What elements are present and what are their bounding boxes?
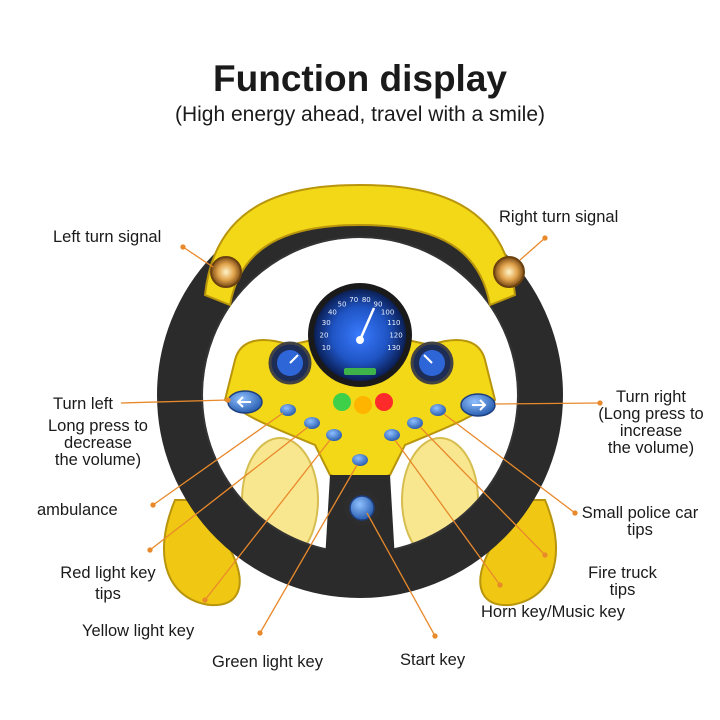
speedometer-tick-label: 20 xyxy=(320,332,329,340)
police-car-button[interactable] xyxy=(430,404,446,416)
start-key[interactable] xyxy=(344,490,380,526)
speedometer-tick-label: 10 xyxy=(322,344,331,352)
speedometer-tick-label: 50 xyxy=(338,300,347,308)
speedometer-tick-label: 80 xyxy=(362,296,371,304)
label-yellow-light-key: Yellow light key xyxy=(82,622,195,640)
green-light-key[interactable] xyxy=(352,454,368,466)
label-green-light-key: Green light key xyxy=(212,653,323,671)
page-title: Function display xyxy=(213,58,507,99)
green-indicator-light xyxy=(333,393,351,411)
police-car-line2: tips xyxy=(627,521,653,539)
fire-truck-button[interactable] xyxy=(407,417,423,429)
red-indicator-light xyxy=(375,393,393,411)
turn-left-button[interactable] xyxy=(227,390,263,414)
left-turn-signal-lamp xyxy=(210,256,242,288)
right-mini-gauge xyxy=(410,341,454,385)
speedometer-tick-label: 30 xyxy=(322,319,331,327)
red-light-line1: Red light key xyxy=(60,564,156,582)
label-left-turn-signal: Left turn signal xyxy=(53,228,162,246)
label-ambulance: ambulance xyxy=(37,501,118,519)
turn-right-title: Turn right xyxy=(616,388,686,406)
speedometer-tick-label: 90 xyxy=(374,300,383,308)
turn-left-note-line2: decrease xyxy=(64,434,132,452)
wheel-top-arc xyxy=(203,183,517,307)
page-subtitle: (High energy ahead, travel with a smile) xyxy=(174,103,545,126)
speedometer-tick-label: 110 xyxy=(387,319,400,327)
label-small-police-car: Small police car tips xyxy=(565,505,715,539)
turn-right-button[interactable] xyxy=(460,393,496,417)
yellow-light-key[interactable] xyxy=(326,429,342,441)
turn-right-note-line3: the volume) xyxy=(607,439,695,457)
red-light-line2: tips xyxy=(95,585,121,603)
turn-right-note-line2: increase xyxy=(619,422,683,440)
right-turn-signal-lamp xyxy=(493,256,525,288)
speedometer-tick-label: 70 xyxy=(349,296,358,304)
label-fire-truck: Fire truck tips xyxy=(570,565,675,599)
turn-right-note-line1: (Long press to xyxy=(598,405,704,423)
label-right-turn-signal: Right turn signal xyxy=(499,208,619,226)
label-turn-right: Turn right (Long press to increase the v… xyxy=(592,389,710,457)
label-start-key: Start key xyxy=(400,651,466,669)
horn-music-key[interactable] xyxy=(384,429,400,441)
fire-truck-line2: tips xyxy=(609,581,636,599)
yellow-indicator-light xyxy=(354,396,372,414)
speedometer-tick-label: 120 xyxy=(389,332,402,340)
speedometer-tick-label: 40 xyxy=(328,308,337,316)
red-light-key[interactable] xyxy=(304,417,320,429)
speedometer-tick-label: 100 xyxy=(381,308,394,316)
label-turn-left: Turn left xyxy=(53,395,113,413)
left-mini-gauge xyxy=(268,341,312,385)
label-turn-left-note: Long press to decrease the volume) xyxy=(18,418,178,469)
turn-left-note-line3: the volume) xyxy=(54,451,142,469)
fire-truck-line1: Fire truck xyxy=(588,564,657,582)
label-red-light-key: Red light key tips xyxy=(48,565,168,603)
police-car-line1: Small police car xyxy=(581,504,699,522)
speedometer-needle xyxy=(358,307,376,341)
callout-leader-lines xyxy=(120,235,603,639)
speedometer-tick-label: 130 xyxy=(387,344,400,352)
label-horn-music-key: Horn key/Music key xyxy=(481,603,625,621)
ambulance-button[interactable] xyxy=(280,404,296,416)
turn-left-note-line1: Long press to xyxy=(48,417,148,435)
